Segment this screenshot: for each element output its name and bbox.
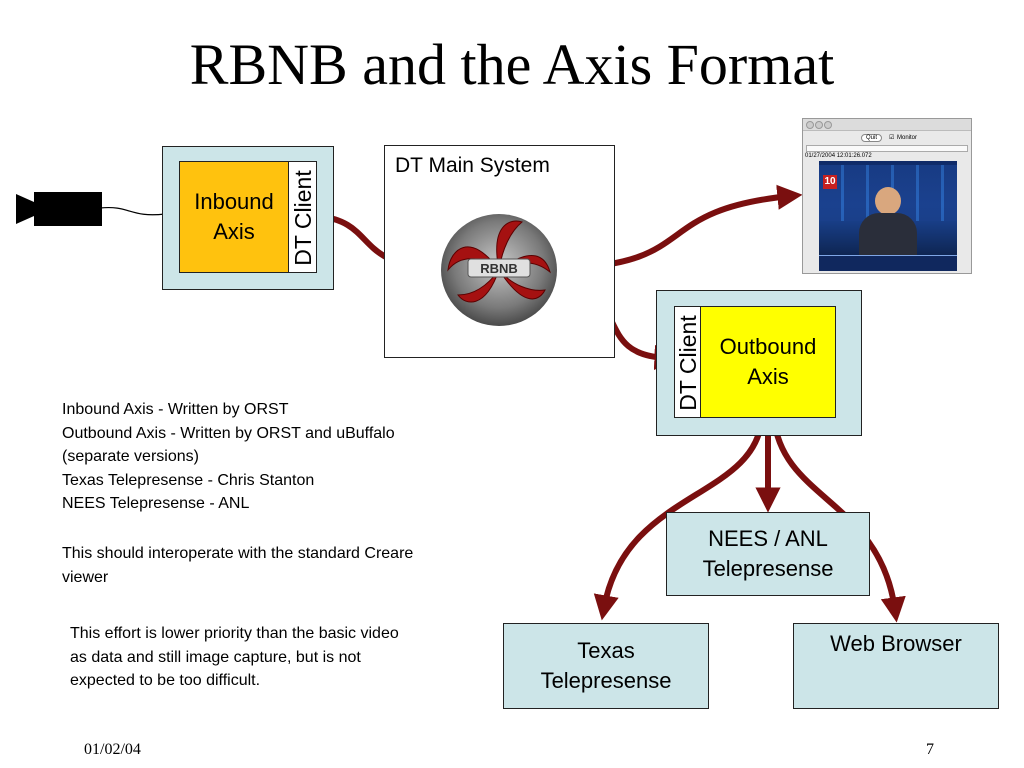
arrow-outbound-to-texas (593, 417, 765, 621)
viewer-slider[interactable] (806, 145, 968, 152)
viewer-monitor-label: Monitor (897, 135, 918, 141)
effort-note: This effort is lower priority than the b… (70, 625, 399, 689)
camera-cable (99, 206, 166, 216)
viewer-titlebar (803, 119, 971, 131)
rbnb-logo-text: RBNB (480, 261, 518, 276)
outbound-dt-client-label: DT Client (675, 315, 701, 411)
inbound-dt-client-label: DT Client (290, 170, 316, 266)
rbnb-logo-icon: RBNB (441, 214, 557, 326)
dt-main-system-label: DT Main System (395, 154, 550, 177)
credits-note: Inbound Axis - Written by ORST Outbound … (62, 401, 395, 512)
viewer-quit-button[interactable]: Quit (861, 134, 883, 142)
arrow-outbound-to-web (771, 417, 906, 623)
video-camera-icon (16, 192, 102, 226)
lower-third-bar (819, 255, 957, 271)
outbound-dt-client-box: DT Client (674, 306, 701, 418)
nees-anl-telepresense-box: NEES / ANL Telepresense (666, 512, 870, 596)
inbound-dt-client-box: DT Client (288, 161, 317, 273)
footer-date: 01/02/04 (84, 741, 141, 758)
outbound-axis-box: Outbound Axis (700, 306, 836, 418)
anchor-body (859, 213, 917, 261)
texas-telepresense-box: Texas Telepresense (503, 623, 709, 709)
viewer-timestamp: 01/27/2004 12:01:26.072 (805, 153, 872, 159)
viewer-zoom-icon[interactable] (824, 121, 832, 129)
viewer-toolbar: Quit ☑ Monitor (803, 131, 971, 145)
web-browser-label: Web Browser (830, 631, 962, 656)
video-viewer-window: Quit ☑ Monitor 01/27/2004 12:01:26.072 1… (802, 118, 972, 274)
channel-badge: 10 (823, 175, 837, 189)
anchor-head (875, 187, 901, 215)
web-browser-box: Web Browser (793, 623, 999, 709)
slide-title: RBNB and the Axis Format (189, 32, 835, 97)
footer-page-number: 7 (926, 741, 934, 758)
viewer-monitor-checkbox-icon[interactable]: ☑ (889, 135, 895, 141)
inbound-axis-box: Inbound Axis (179, 161, 289, 273)
interop-note: This should interoperate with the standa… (62, 545, 414, 586)
viewer-video-frame: 10 (819, 161, 957, 271)
viewer-close-icon[interactable] (806, 121, 814, 129)
viewer-minimize-icon[interactable] (815, 121, 823, 129)
